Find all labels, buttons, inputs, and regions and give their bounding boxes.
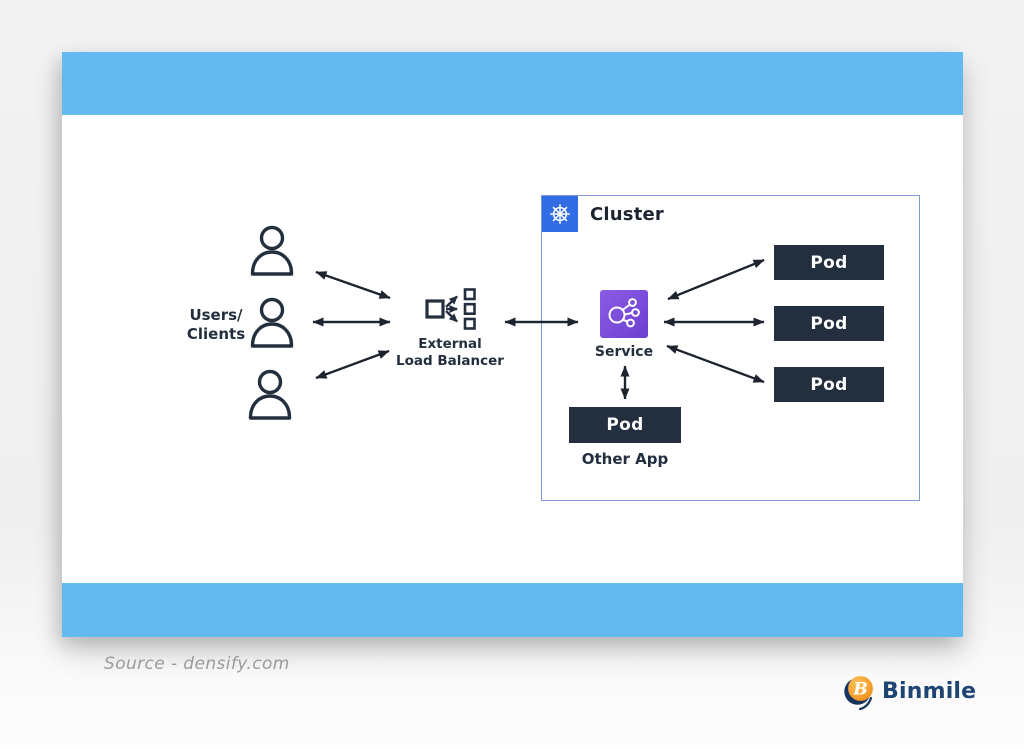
pod-label: Pod xyxy=(810,252,848,273)
other-app-caption: Other App xyxy=(581,450,669,468)
person-icon xyxy=(250,297,294,348)
users-label-line1: Users/ xyxy=(189,306,243,324)
slide-card xyxy=(62,52,963,637)
pod-box: Pod xyxy=(774,367,884,402)
lb-label-line2: Load Balancer xyxy=(396,353,504,369)
service-icon xyxy=(600,290,648,338)
users-clients-label: Users/ Clients xyxy=(176,306,256,344)
pod-label: Pod xyxy=(606,415,644,435)
pod-label: Pod xyxy=(810,374,848,395)
pod-box: Pod xyxy=(774,245,884,280)
person-icon xyxy=(250,225,294,276)
person-icon xyxy=(248,369,292,420)
lb-label-line1: External xyxy=(418,336,482,352)
cluster-label: Cluster xyxy=(590,204,664,225)
users-label-line2: Clients xyxy=(186,325,246,343)
cluster-boundary xyxy=(541,195,920,501)
svg-text:B: B xyxy=(852,680,867,700)
kubernetes-icon xyxy=(542,196,578,232)
pod-box: Pod xyxy=(774,306,884,341)
service-label: Service xyxy=(594,344,654,360)
helm-wheel-icon xyxy=(550,204,570,224)
source-attribution: Source - densify.com xyxy=(104,654,290,674)
binmile-logo-icon: B xyxy=(844,676,873,711)
bottom-blue-band xyxy=(62,583,963,637)
other-app-pod-box: Pod xyxy=(569,407,681,443)
service-fanout-glyph xyxy=(608,298,640,328)
brand-wordmark: Binmile xyxy=(882,678,977,704)
pod-label: Pod xyxy=(810,313,848,334)
load-balancer-icon xyxy=(425,288,476,330)
load-balancer-label: External Load Balancer xyxy=(385,336,515,370)
top-blue-band xyxy=(62,52,963,115)
binmile-logo: B Binmile xyxy=(843,670,976,712)
